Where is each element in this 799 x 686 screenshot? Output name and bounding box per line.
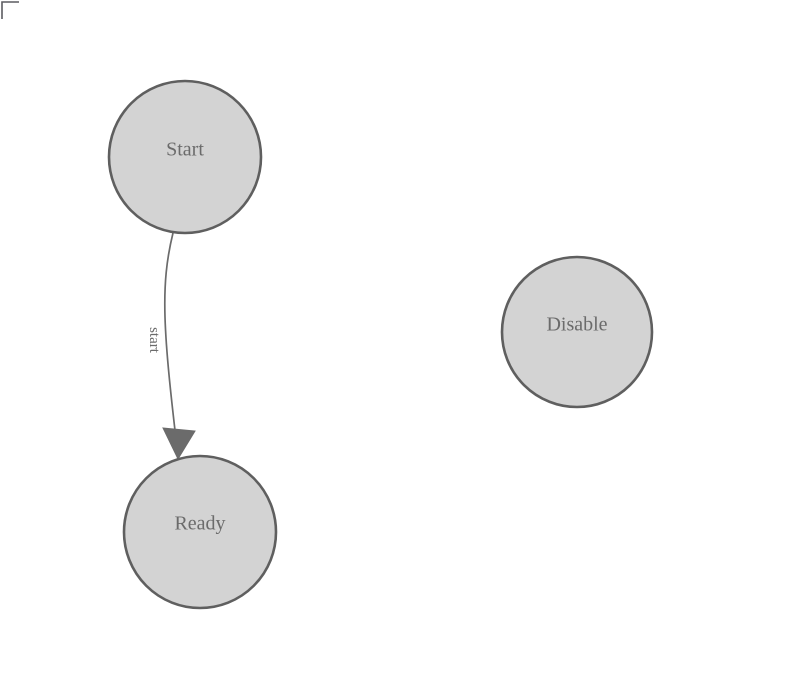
arrowhead-icon bbox=[162, 427, 196, 461]
node-start-circle[interactable] bbox=[107, 79, 263, 235]
node-start[interactable]: Start bbox=[107, 79, 263, 235]
node-disable-label: Disable bbox=[546, 314, 607, 336]
edge-label-start: start bbox=[146, 327, 162, 354]
node-ready-circle[interactable] bbox=[122, 454, 278, 610]
node-start-label: Start bbox=[166, 139, 204, 161]
edge-start-to-ready[interactable]: start bbox=[146, 232, 196, 461]
edge-path bbox=[163, 232, 179, 457]
top-left-corner-mark-icon bbox=[1, 1, 19, 19]
node-disable[interactable]: Disable bbox=[500, 255, 654, 409]
node-ready[interactable]: Ready bbox=[122, 454, 278, 610]
node-disable-circle[interactable] bbox=[500, 255, 654, 409]
node-ready-label: Ready bbox=[174, 513, 225, 535]
